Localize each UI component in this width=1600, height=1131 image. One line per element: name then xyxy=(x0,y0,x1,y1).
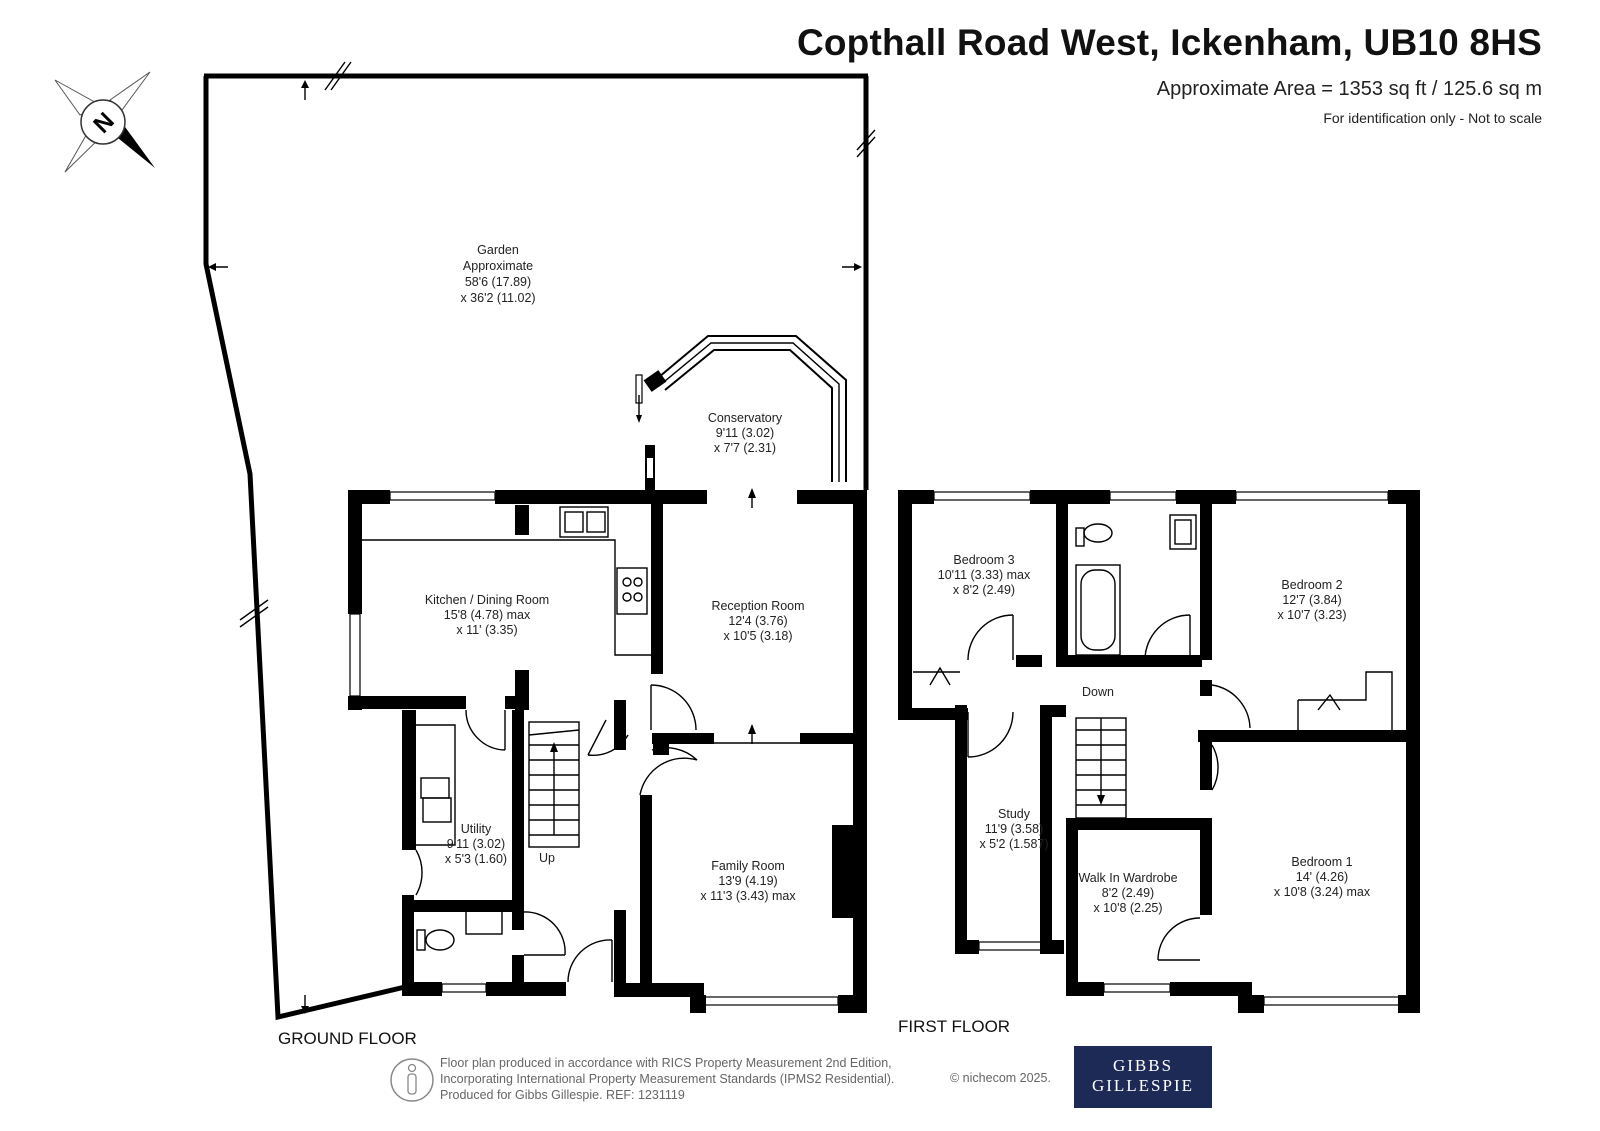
reception-dim-2: x 10'5 (3.18) xyxy=(723,629,792,643)
footer-line-2: Incorporating International Property Mea… xyxy=(440,1072,895,1086)
footer-line-1: Floor plan produced in accordance with R… xyxy=(440,1056,892,1070)
compass-icon: N xyxy=(54,71,155,173)
garden-dim-1: 58'6 (17.89) xyxy=(465,275,531,289)
identification-note: For identification only - Not to scale xyxy=(1323,110,1542,126)
bedroom1-label: Bedroom 1 xyxy=(1291,855,1352,869)
bedroom1-dim-1: 14' (4.26) xyxy=(1296,870,1348,884)
study-dim-1: 11'9 (3.58) xyxy=(985,822,1043,836)
wardrobe-label: Walk In Wardrobe xyxy=(1078,871,1177,885)
footer-line-3: Produced for Gibbs Gillespie. REF: 12311… xyxy=(440,1088,685,1102)
bedroom3-label: Bedroom 3 xyxy=(953,553,1014,567)
gibbs-gillespie-logo: GIBBS GILLESPIE xyxy=(1074,1046,1212,1108)
family-label: Family Room xyxy=(711,859,785,873)
stairs-down-label: Down xyxy=(1082,685,1114,699)
garden-label-2: Approximate xyxy=(463,259,533,273)
garden-dim-2: x 36'2 (11.02) xyxy=(460,291,535,305)
reception-dim-1: 12'4 (3.76) xyxy=(728,614,787,628)
study-dim-2: x 5'2 (1.587) xyxy=(979,837,1048,851)
first-floor-fixtures xyxy=(913,514,1393,961)
utility-dim-1: 9'11 (3.02) xyxy=(447,837,505,851)
wardrobe-dim-1: 8'2 (2.49) xyxy=(1102,886,1154,900)
bedroom3-dim-2: x 8'2 (2.49) xyxy=(953,583,1015,597)
brand-line-2: GILLESPIE xyxy=(1091,1076,1195,1095)
utility-label: Utility xyxy=(461,822,492,836)
first-floor-label: FIRST FLOOR xyxy=(898,1017,1011,1036)
family-dim-2: x 11'3 (3.43) max xyxy=(700,889,796,903)
reception-label: Reception Room xyxy=(711,599,804,613)
family-dim-1: 13'9 (4.19) xyxy=(718,874,777,888)
utility-dim-2: x 5'3 (1.60) xyxy=(445,852,507,866)
approximate-area: Approximate Area = 1353 sq ft / 125.6 sq… xyxy=(1156,78,1542,100)
kitchen-dim-1: 15'8 (4.78) max xyxy=(444,608,531,622)
bedroom3-dim-1: 10'11 (3.33) max xyxy=(938,568,1031,582)
footer-copyright: © nichecom 2025. xyxy=(950,1071,1051,1085)
bedroom2-dim-1: 12'7 (3.84) xyxy=(1282,593,1341,607)
property-address-title: Copthall Road West, Ickenham, UB10 8HS xyxy=(796,22,1542,63)
room-labels: Garden Approximate 58'6 (17.89) x 36'2 (… xyxy=(425,243,1371,915)
footer-disclaimer: Floor plan produced in accordance with R… xyxy=(440,1055,894,1103)
ground-floor-fixtures xyxy=(362,488,800,983)
ground-floor-walls xyxy=(348,490,867,1013)
wardrobe-dim-2: x 10'8 (2.25) xyxy=(1093,901,1162,915)
bedroom2-label: Bedroom 2 xyxy=(1281,578,1342,592)
stairs-up-label: Up xyxy=(539,851,555,865)
ipms-person-icon xyxy=(390,1058,434,1102)
kitchen-label: Kitchen / Dining Room xyxy=(425,593,549,607)
garden-boundary xyxy=(203,61,876,1021)
ground-floor-label: GROUND FLOOR xyxy=(278,1029,417,1048)
study-label: Study xyxy=(998,807,1031,821)
conservatory-walls xyxy=(635,335,847,490)
first-floor-walls xyxy=(898,490,1420,1013)
kitchen-dim-2: x 11' (3.35) xyxy=(456,623,517,637)
bedroom1-dim-2: x 10'8 (3.24) max xyxy=(1274,885,1371,899)
conservatory-dim-2: x 7'7 (2.31) xyxy=(714,441,776,455)
bedroom2-dim-2: x 10'7 (3.23) xyxy=(1277,608,1346,622)
conservatory-dim-1: 9'11 (3.02) xyxy=(716,426,774,440)
garden-label: Garden xyxy=(477,243,519,257)
brand-line-1: GIBBS xyxy=(1112,1056,1174,1075)
conservatory-label: Conservatory xyxy=(708,411,783,425)
